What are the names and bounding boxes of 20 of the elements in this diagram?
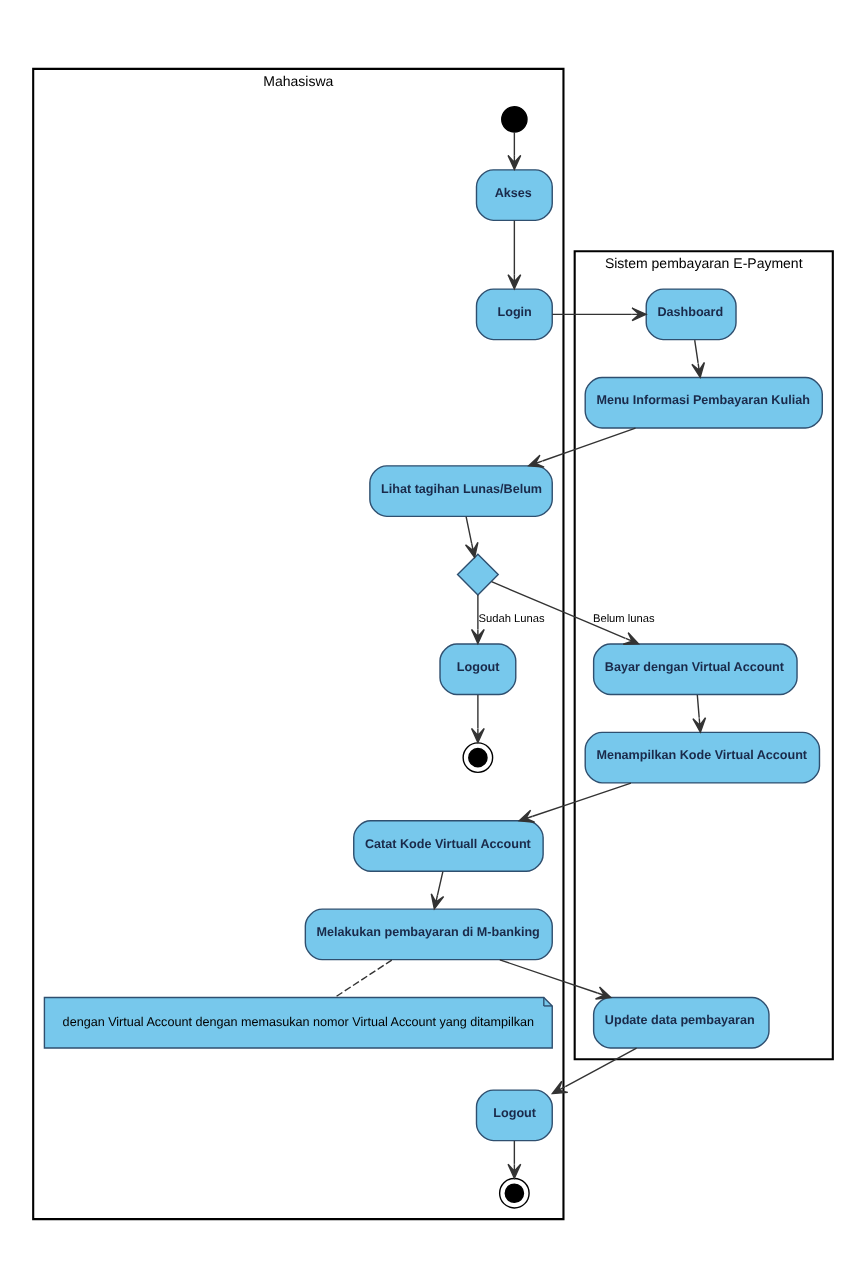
arrow [691, 338, 706, 377]
arrow [507, 218, 522, 289]
node-circle [498, 1176, 530, 1208]
arrow [528, 426, 637, 467]
arrow [490, 580, 640, 644]
arrow [499, 958, 612, 999]
arrow [518, 781, 632, 822]
arrow [470, 693, 485, 743]
arrow [551, 1046, 638, 1094]
node-circle [501, 105, 528, 132]
connector [334, 958, 393, 997]
arrow [430, 870, 445, 909]
arrow [507, 130, 522, 170]
arrow [464, 515, 479, 558]
arrow [470, 593, 485, 644]
arrow [507, 1139, 522, 1178]
arrow [551, 306, 647, 321]
arrow [692, 693, 707, 732]
node-circle [462, 741, 494, 773]
node-diamond [456, 552, 500, 595]
